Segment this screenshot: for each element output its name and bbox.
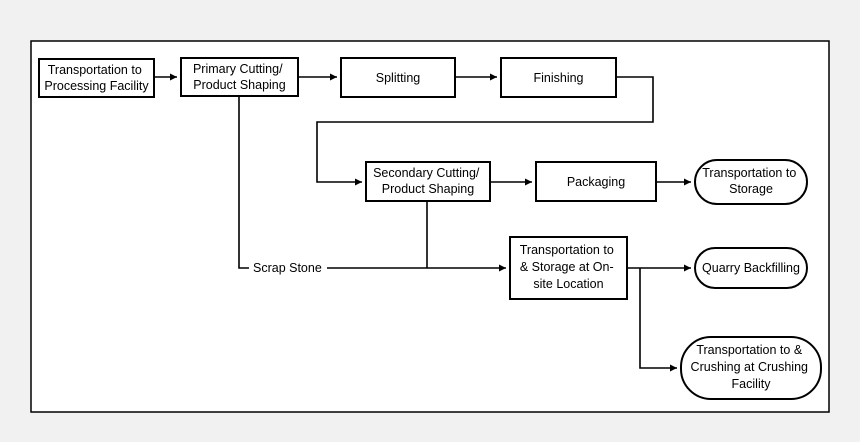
node-splitting: Splitting: [340, 57, 456, 98]
node-label-line: Primary Cutting/: [193, 62, 283, 76]
node-label-line: Secondary Cutting/: [373, 166, 480, 180]
node-label-line: Transportation to: [48, 63, 142, 77]
node-secondary-cutting: Secondary Cutting/ Product Shaping: [365, 161, 491, 202]
svg-text:Transportation to & Crus: Transportation to & Crushing at Crushing…: [691, 343, 812, 391]
node-label-line: Product Shaping: [193, 78, 285, 92]
svg-text:Splitting: Splitting: [376, 71, 421, 85]
node-label-line: site Location: [533, 277, 603, 291]
svg-text:Transportation to & Stor: Transportation to & Storage at On- site …: [520, 243, 618, 291]
node-packaging: Packaging: [535, 161, 657, 202]
svg-text:Transportation to Storag: Transportation to Storage: [702, 166, 800, 196]
edges: [154, 73, 691, 372]
node-label-line: Facility: [732, 377, 772, 391]
node-finishing: Finishing: [500, 57, 617, 98]
node-label-line: Quarry Backfilling: [702, 261, 800, 275]
node-label-line: Storage: [729, 182, 773, 196]
scrap-stone-label: Scrap Stone: [253, 261, 322, 275]
svg-text:Packaging: Packaging: [567, 175, 625, 189]
node-label-line: Processing Facility: [44, 79, 149, 93]
node-transport-storage: Transportation to Storage: [694, 159, 808, 205]
node-label-line: Transportation to: [520, 243, 614, 257]
node-transport-processing: Transportation to Processing Facility: [38, 58, 155, 98]
svg-text:Finishing: Finishing: [533, 71, 583, 85]
svg-text:Transportation to Proces: Transportation to Processing Facility: [44, 63, 149, 93]
node-label-line: Splitting: [376, 71, 421, 85]
edge-primary-scrap: [238, 96, 249, 269]
node-crushing: Transportation to & Crushing at Crushing…: [680, 336, 822, 400]
node-quarry-backfilling: Quarry Backfilling: [694, 247, 808, 289]
edge-finishing-to-secondary: [316, 76, 654, 186]
edge-onsite-to-crushing: [639, 268, 677, 372]
svg-text:Secondary Cutting/ Produ: Secondary Cutting/ Product Shaping: [373, 166, 483, 196]
svg-text:Primary Cutting/ Product: Primary Cutting/ Product Shaping: [193, 62, 286, 92]
node-label-line: Packaging: [567, 175, 625, 189]
svg-text:Quarry Backfilling: Quarry Backfilling: [702, 261, 800, 275]
node-label-line: Crushing at Crushing: [691, 360, 808, 374]
node-label-line: & Storage at On-: [520, 260, 614, 274]
node-label-line: Product Shaping: [382, 182, 474, 196]
node-onsite-storage: Transportation to & Storage at On- site …: [509, 236, 628, 300]
node-label-line: Transportation to &: [696, 343, 803, 357]
node-label-line: Transportation to: [702, 166, 796, 180]
node-primary-cutting: Primary Cutting/ Product Shaping: [180, 57, 299, 97]
node-label-line: Finishing: [533, 71, 583, 85]
